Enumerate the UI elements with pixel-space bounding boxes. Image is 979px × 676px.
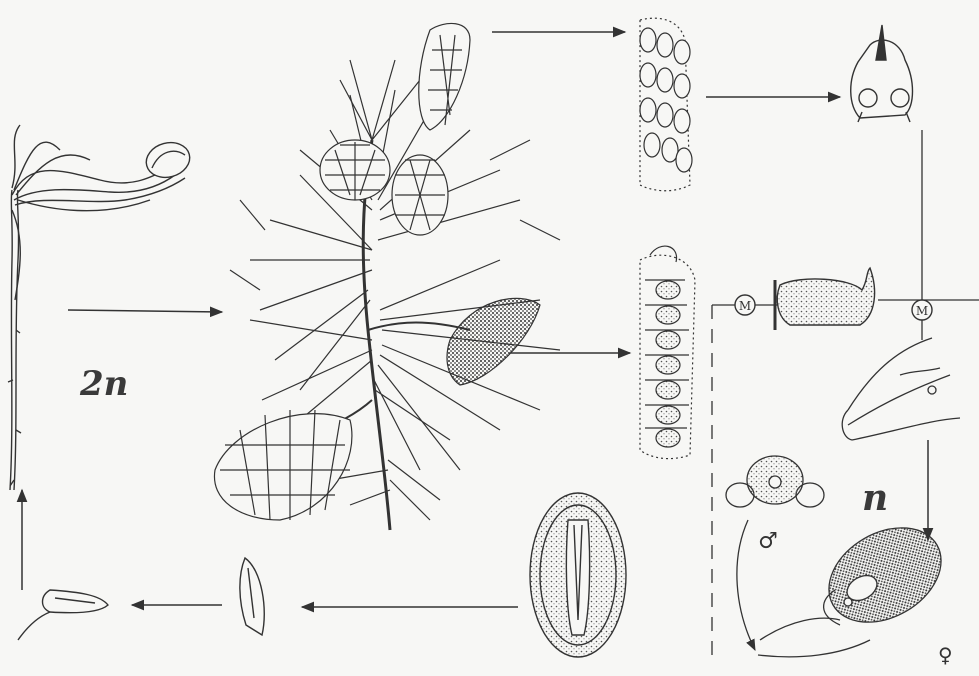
meiosis-marker-left: M bbox=[735, 295, 755, 315]
haploid-label: n bbox=[862, 477, 888, 519]
microsporophyll-illustration bbox=[851, 25, 913, 122]
meiosis-label: M bbox=[739, 299, 751, 313]
female-symbol: ♀ bbox=[938, 643, 953, 667]
germinating-seed-illustration bbox=[18, 590, 108, 640]
female-strobilus-section bbox=[640, 246, 695, 459]
male-symbol: ♂ bbox=[758, 529, 778, 554]
diploid-label: 2n bbox=[79, 364, 128, 404]
pollination-arrow bbox=[737, 520, 755, 650]
meiosis-label: M bbox=[916, 304, 928, 318]
seedling-illustration bbox=[8, 125, 194, 490]
germinating-pollen-illustration bbox=[842, 338, 960, 440]
pine-branch-illustration bbox=[214, 23, 560, 530]
winged-seed-illustration bbox=[240, 558, 264, 635]
male-strobilus-section bbox=[640, 18, 692, 191]
pollen-grain-illustration bbox=[726, 456, 824, 507]
arrow-seedling-to-tree bbox=[68, 310, 222, 312]
meiosis-marker-right: M bbox=[912, 300, 932, 320]
seed-section-illustration bbox=[530, 493, 626, 657]
ovuliferous-scale-illustration bbox=[775, 268, 875, 330]
